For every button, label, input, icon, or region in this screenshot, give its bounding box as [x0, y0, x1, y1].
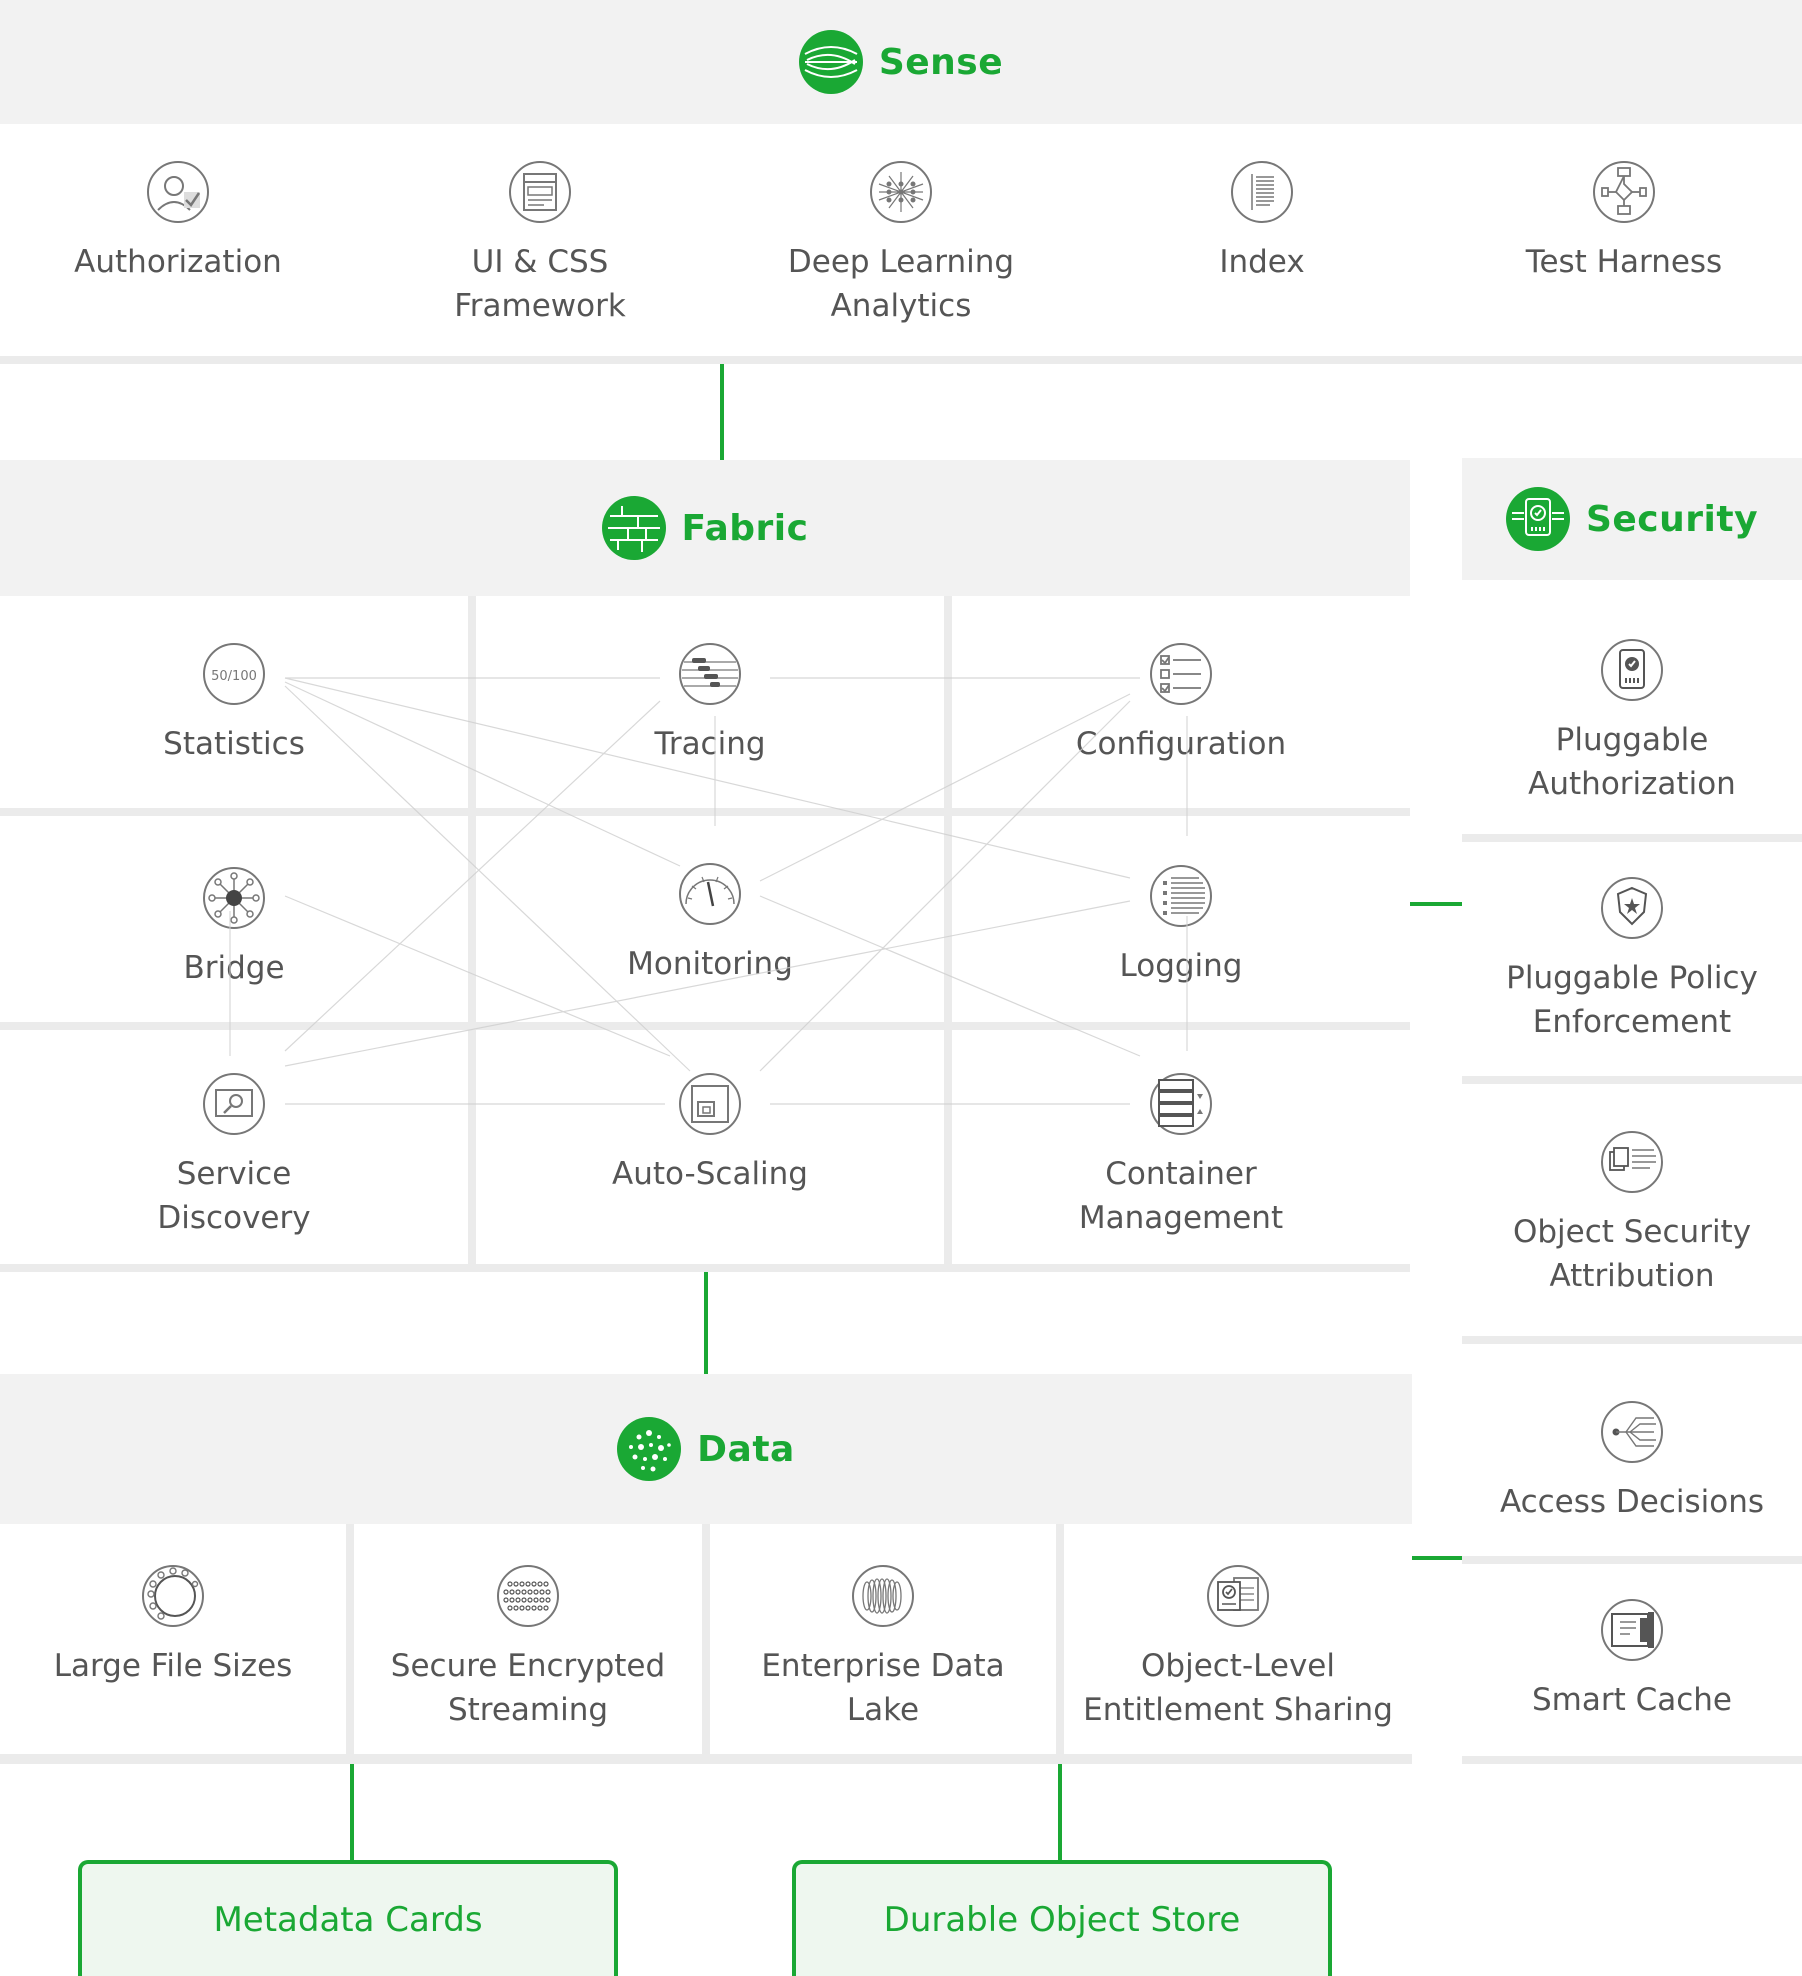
durable-object-store-label: Durable Object Store — [883, 1900, 1241, 1940]
security-tile-smart-cache[interactable]: Smart Cache — [1462, 1564, 1802, 1756]
fabric-security-connector — [1410, 902, 1462, 906]
container-stack-icon — [1149, 1072, 1213, 1136]
data-tile-secure-encrypted-streaming[interactable]: Secure Encrypted Streaming — [354, 1524, 702, 1754]
data-tile-object-level-entitlement[interactable]: Object-Level Entitlement Sharing — [1064, 1524, 1412, 1754]
security-shield-icon — [1505, 487, 1570, 551]
security-item-label: Object Security Attribution — [1512, 1214, 1752, 1294]
user-check-icon — [146, 160, 210, 224]
security-tile-access-decisions[interactable]: Access Decisions — [1462, 1344, 1802, 1556]
sense-fabric-connector — [720, 364, 724, 460]
badge-check-icon — [1600, 638, 1664, 702]
data-title: Data — [697, 1428, 795, 1470]
shared-docs-icon — [1206, 1564, 1270, 1628]
decision-flow-icon — [1600, 1400, 1664, 1464]
fabric-item-label: Logging — [1119, 948, 1243, 984]
security-tile-pluggable-policy[interactable]: Pluggable Policy Enforcement — [1462, 842, 1802, 1076]
metadata-cards-box[interactable]: Metadata Cards — [78, 1860, 618, 1976]
security-item-label: Access Decisions — [1499, 1484, 1765, 1520]
data-tile-large-file-sizes[interactable]: Large File Sizes — [0, 1524, 346, 1754]
fabric-item-label: Configuration — [1075, 726, 1287, 762]
fabric-item-label: Monitoring — [627, 946, 793, 982]
sense-tile-ui-css-framework[interactable]: UI & CSS Framework — [362, 124, 718, 356]
fabric-tile-bridge[interactable]: Bridge — [0, 816, 468, 1022]
fabric-item-label: Statistics — [163, 726, 305, 762]
sense-item-label: Test Harness — [1525, 244, 1723, 280]
security-header: Security — [1462, 458, 1802, 580]
statistics-icon: 50/100 — [202, 642, 266, 706]
checklist-icon — [1149, 642, 1213, 706]
police-badge-icon — [1600, 876, 1664, 940]
object-store-connector — [1058, 1764, 1062, 1860]
security-item-label: Smart Cache — [1531, 1682, 1733, 1718]
data-item-label: Object-Level Entitlement Sharing — [1083, 1648, 1393, 1728]
scale-box-icon — [678, 1072, 742, 1136]
sense-tile-authorization[interactable]: Authorization — [0, 124, 356, 356]
sense-item-label: Deep Learning Analytics — [787, 244, 1015, 324]
documents-icon — [1600, 1130, 1664, 1194]
security-item-label: Pluggable Policy Enforcement — [1506, 960, 1758, 1040]
sense-item-label: UI & CSS Framework — [454, 244, 626, 324]
sense-tile-test-harness[interactable]: Test Harness — [1446, 124, 1802, 356]
search-window-icon — [202, 1072, 266, 1136]
metadata-connector — [350, 1764, 354, 1860]
sense-title: Sense — [878, 41, 1004, 83]
sense-tile-deep-learning[interactable]: Deep Learning Analytics — [724, 124, 1078, 356]
statistics-icon-text: 50/100 — [211, 669, 257, 684]
sense-item-label: Authorization — [74, 244, 282, 280]
sense-item-label: Index — [1219, 244, 1305, 280]
fabric-connection-lines — [229, 677, 1188, 1105]
fabric-tile-auto-scaling[interactable]: Auto-Scaling — [476, 1030, 944, 1264]
gauge-icon — [678, 862, 742, 926]
cache-icon — [1600, 1598, 1664, 1662]
fabric-item-label: Container Management — [1078, 1156, 1284, 1236]
sense-bottom-divider — [0, 356, 1802, 364]
data-security-connector — [1412, 1556, 1462, 1560]
data-item-label: Enterprise Data Lake — [761, 1648, 1005, 1728]
tracing-icon — [678, 642, 742, 706]
sense-tile-index[interactable]: Index — [1084, 124, 1440, 356]
security-item-label: Pluggable Authorization — [1528, 722, 1736, 802]
data-tile-enterprise-data-lake[interactable]: Enterprise Data Lake — [710, 1524, 1056, 1754]
fabric-item-label: Auto-Scaling — [611, 1156, 808, 1192]
fabric-item-label: Tracing — [654, 726, 766, 762]
fabric-tile-configuration[interactable]: Configuration — [952, 596, 1410, 808]
bridge-hub-icon — [202, 866, 266, 930]
coil-icon — [851, 1564, 915, 1628]
fabric-tile-service-discovery[interactable]: Service Discovery — [0, 1030, 468, 1264]
sense-header: Sense — [0, 0, 1802, 124]
dot-matrix-icon — [496, 1564, 560, 1628]
layout-icon — [508, 160, 572, 224]
fabric-data-connector — [704, 1272, 708, 1374]
fabric-title: Fabric — [681, 507, 809, 549]
data-dots-icon — [617, 1417, 682, 1481]
data-header: Data — [0, 1374, 1412, 1524]
flowchart-icon — [1592, 160, 1656, 224]
fabric-tile-statistics[interactable]: 50/100 Statistics — [0, 596, 468, 808]
fabric-item-label: Bridge — [183, 950, 285, 986]
fabric-tile-logging[interactable]: Logging — [952, 816, 1410, 1022]
fabric-tile-tracing[interactable]: Tracing — [476, 596, 944, 808]
index-list-icon — [1230, 160, 1294, 224]
durable-object-store-box[interactable]: Durable Object Store — [792, 1860, 1332, 1976]
security-title: Security — [1585, 498, 1759, 540]
security-tile-pluggable-authorization[interactable]: Pluggable Authorization — [1462, 580, 1802, 834]
fabric-tile-container-management[interactable]: Container Management — [952, 1030, 1410, 1264]
metadata-cards-label: Metadata Cards — [213, 1900, 483, 1940]
fabric-tile-monitoring[interactable]: Monitoring — [476, 816, 944, 1022]
neural-network-icon — [869, 160, 933, 224]
log-lines-icon — [1149, 864, 1213, 928]
security-tile-object-security[interactable]: Object Security Attribution — [1462, 1084, 1802, 1336]
data-item-label: Large File Sizes — [53, 1648, 293, 1684]
data-item-label: Secure Encrypted Streaming — [390, 1648, 666, 1728]
sense-wave-icon — [798, 30, 863, 94]
fabric-header: Fabric — [0, 460, 1410, 596]
ring-dots-icon — [141, 1564, 205, 1628]
fabric-item-label: Service Discovery — [157, 1156, 311, 1236]
fabric-weave-icon — [601, 496, 666, 560]
